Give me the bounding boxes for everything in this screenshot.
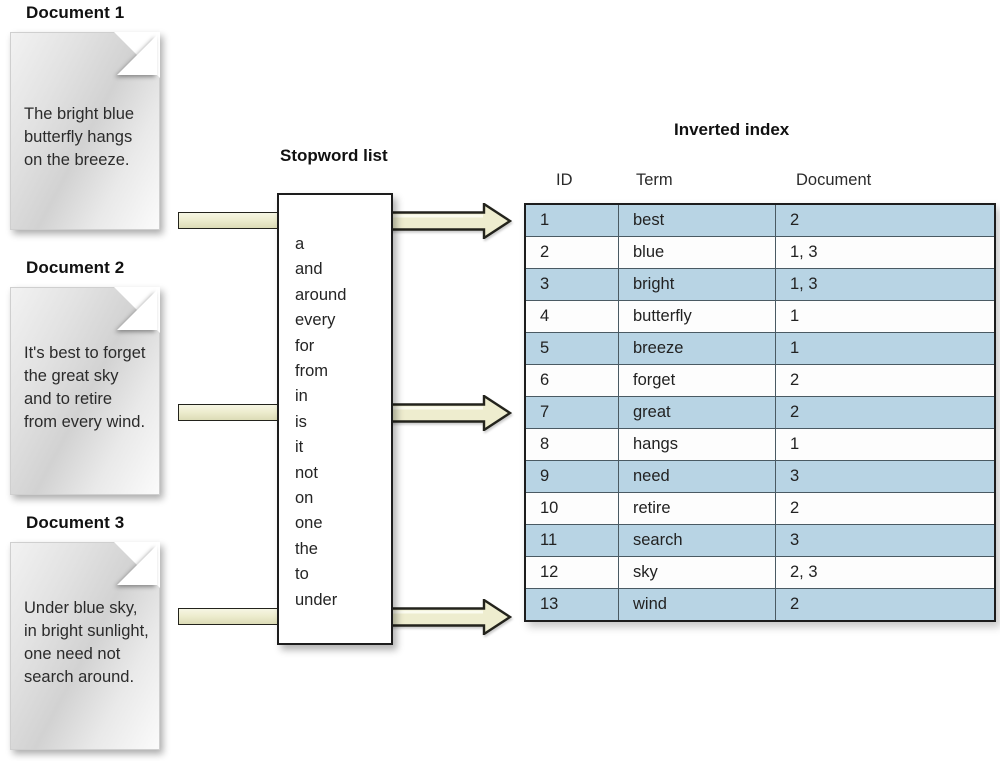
stopword-item: is	[295, 412, 307, 431]
stopword-list-title: Stopword list	[280, 146, 388, 165]
stopword-item: it	[295, 438, 304, 457]
page-fold-corner-icon	[117, 545, 157, 585]
cell-term: wind	[618, 588, 776, 622]
arrow-doc3-to-stopwords	[178, 608, 283, 625]
cell-document: 2, 3	[775, 556, 995, 589]
cell-id: 6	[525, 364, 619, 397]
cell-id: 10	[525, 492, 619, 525]
arrow-right-icon	[386, 201, 513, 241]
inverted-index-table: 1 best 2 2 blue 1, 3 3 bright 1, 3 4 but…	[524, 203, 996, 622]
arrow-right-icon	[386, 393, 513, 433]
table-row: 4 butterfly 1	[525, 300, 995, 333]
column-header-document: Document	[796, 171, 872, 189]
cell-term: butterfly	[618, 300, 776, 333]
column-header-id: ID	[556, 171, 573, 189]
cell-id: 1	[525, 203, 619, 237]
arrow-stopwords-to-index-2	[386, 393, 513, 433]
inverted-index-title: Inverted index	[674, 120, 790, 139]
stopword-item: the	[295, 539, 318, 558]
table-row: 2 blue 1, 3	[525, 236, 995, 269]
cell-document: 2	[775, 364, 995, 397]
stopword-item: one	[295, 514, 323, 533]
cell-id: 4	[525, 300, 619, 333]
cell-term: sky	[618, 556, 776, 589]
document-1-icon: The bright blue butterfly hangs on the b…	[10, 32, 160, 230]
stopword-item: and	[295, 260, 323, 279]
cell-document: 1, 3	[775, 268, 995, 301]
cell-id: 7	[525, 396, 619, 429]
document-1-title: Document 1	[26, 3, 125, 22]
stopword-item: around	[295, 285, 347, 304]
document-2-text: It's best to forget the great sky and to…	[24, 344, 146, 431]
cell-document: 1, 3	[775, 236, 995, 269]
arrow-doc2-to-stopwords	[178, 404, 283, 421]
stopword-item: a	[295, 235, 305, 253]
stopword-list-box: a and around every for from in is it not…	[277, 193, 393, 645]
cell-document: 2	[775, 588, 995, 622]
cell-document: 2	[775, 396, 995, 429]
page-fold-corner-icon	[117, 290, 157, 330]
cell-id: 8	[525, 428, 619, 461]
stopword-item: for	[295, 336, 315, 355]
document-3-text: Under blue sky, in bright sunlight, one …	[24, 599, 149, 686]
cell-id: 12	[525, 556, 619, 589]
stopword-list: a and around every for from in is it not…	[295, 232, 346, 613]
cell-document: 3	[775, 524, 995, 557]
stopword-item: under	[295, 590, 338, 609]
cell-document: 2	[775, 203, 995, 237]
page-fold-corner-icon	[117, 35, 157, 75]
inverted-index-body: 1 best 2 2 blue 1, 3 3 bright 1, 3 4 but…	[525, 203, 995, 622]
cell-term: retire	[618, 492, 776, 525]
stopword-item: every	[295, 311, 336, 330]
cell-term: search	[618, 524, 776, 557]
table-row: 9 need 3	[525, 460, 995, 493]
document-3-title: Document 3	[26, 513, 125, 532]
cell-term: need	[618, 460, 776, 493]
stopword-item: from	[295, 362, 328, 381]
table-row: 11 search 3	[525, 524, 995, 557]
arrow-stopwords-to-index-1	[386, 201, 513, 241]
table-row: 6 forget 2	[525, 364, 995, 397]
arrow-right-icon	[386, 597, 513, 637]
document-2-title: Document 2	[26, 258, 125, 277]
table-row: 8 hangs 1	[525, 428, 995, 461]
arrow-doc1-to-stopwords	[178, 212, 283, 229]
cell-id: 5	[525, 332, 619, 365]
document-2-icon: It's best to forget the great sky and to…	[10, 287, 160, 495]
column-header-term: Term	[636, 171, 673, 189]
arrow-stopwords-to-index-3	[386, 597, 513, 637]
cell-term: forget	[618, 364, 776, 397]
cell-term: breeze	[618, 332, 776, 365]
table-row: 3 bright 1, 3	[525, 268, 995, 301]
cell-term: hangs	[618, 428, 776, 461]
document-3-icon: Under blue sky, in bright sunlight, one …	[10, 542, 160, 750]
cell-id: 11	[525, 524, 619, 557]
cell-document: 1	[775, 300, 995, 333]
table-row: 10 retire 2	[525, 492, 995, 525]
cell-term: best	[618, 203, 776, 237]
cell-id: 13	[525, 588, 619, 622]
cell-id: 3	[525, 268, 619, 301]
table-row: 1 best 2	[525, 203, 995, 237]
cell-term: blue	[618, 236, 776, 269]
cell-term: great	[618, 396, 776, 429]
cell-document: 3	[775, 460, 995, 493]
cell-document: 1	[775, 428, 995, 461]
table-row: 13 wind 2	[525, 588, 995, 622]
cell-id: 2	[525, 236, 619, 269]
table-row: 7 great 2	[525, 396, 995, 429]
cell-term: bright	[618, 268, 776, 301]
cell-document: 1	[775, 332, 995, 365]
table-row: 5 breeze 1	[525, 332, 995, 365]
stopword-item: not	[295, 463, 318, 482]
stopword-item: on	[295, 489, 314, 508]
cell-document: 2	[775, 492, 995, 525]
table-row: 12 sky 2, 3	[525, 556, 995, 589]
document-1-text: The bright blue butterfly hangs on the b…	[24, 105, 135, 169]
stopword-item: to	[295, 565, 309, 584]
cell-id: 9	[525, 460, 619, 493]
stopword-item: in	[295, 387, 308, 406]
